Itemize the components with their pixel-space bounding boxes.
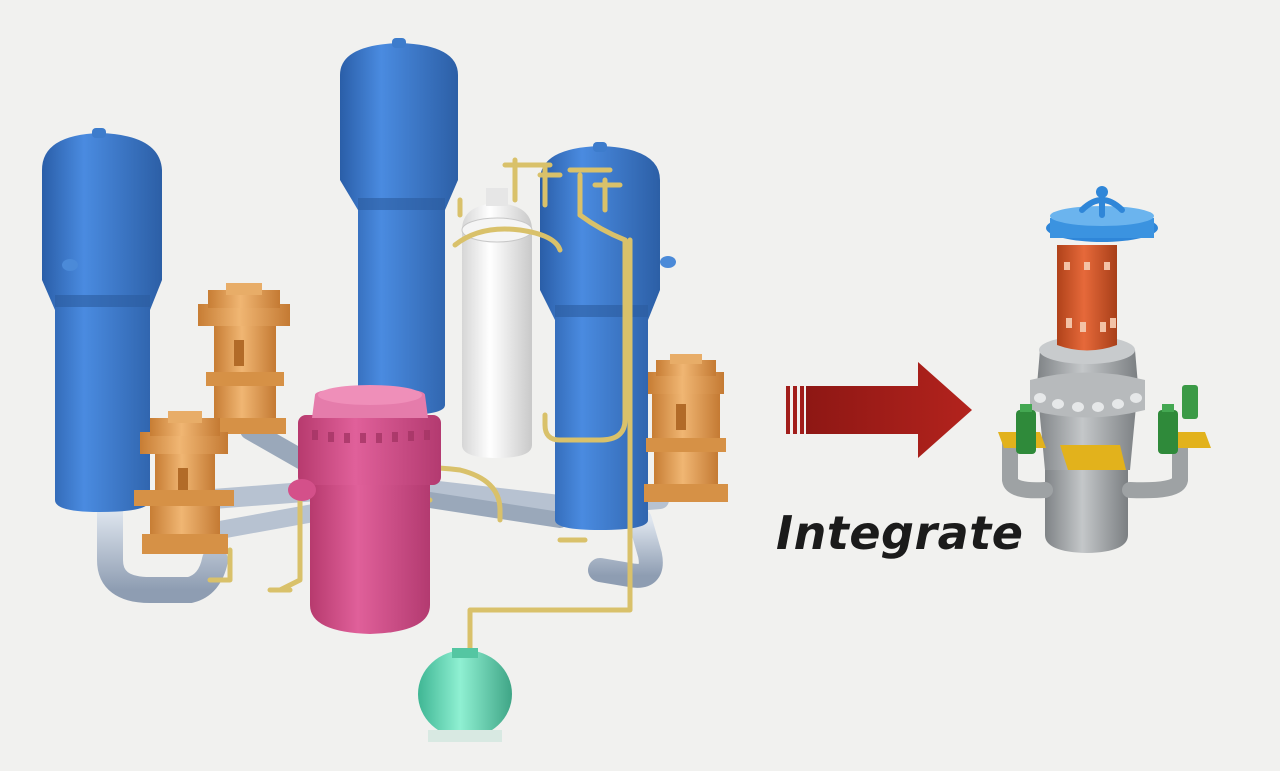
accumulator-tank bbox=[418, 648, 512, 742]
integrate-caption: Integrate bbox=[776, 506, 1024, 560]
steam-generator-center bbox=[340, 38, 458, 415]
reactor-coolant-pump-lower-left bbox=[134, 411, 234, 554]
reactor-pressure-vessel bbox=[288, 385, 441, 634]
steam-generator-left bbox=[42, 128, 162, 512]
reactor-coolant-pump-upper-left bbox=[198, 283, 290, 434]
integrated-reactor-module bbox=[998, 186, 1211, 553]
reactor-coolant-pump-right bbox=[644, 354, 728, 502]
integrate-arrow bbox=[786, 362, 972, 458]
instrument-piping bbox=[207, 157, 633, 663]
